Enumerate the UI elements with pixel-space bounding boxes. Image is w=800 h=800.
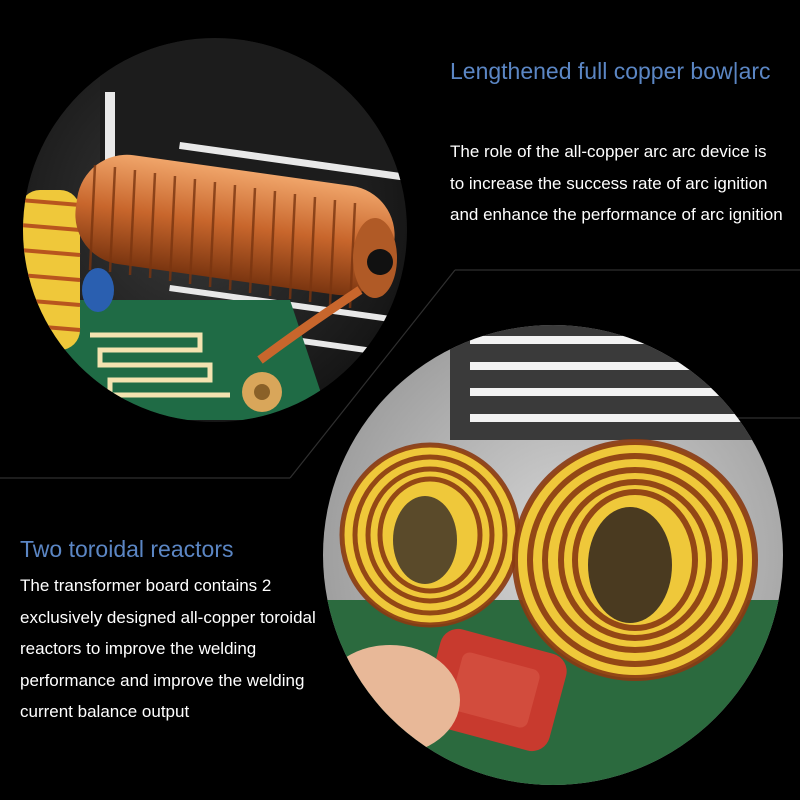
copper-arc-coil-photo — [23, 38, 407, 422]
feature-1-description: The role of the all-copper arc arc devic… — [450, 142, 783, 224]
feature-2-heading: Two toroidal reactors — [20, 536, 234, 562]
feature-1-heading: Lengthened full copper bow|arc — [450, 58, 771, 84]
toroidal-reactors-photo — [323, 325, 783, 785]
feature-2-description: The transformer board contains 2 exclusi… — [20, 576, 316, 721]
